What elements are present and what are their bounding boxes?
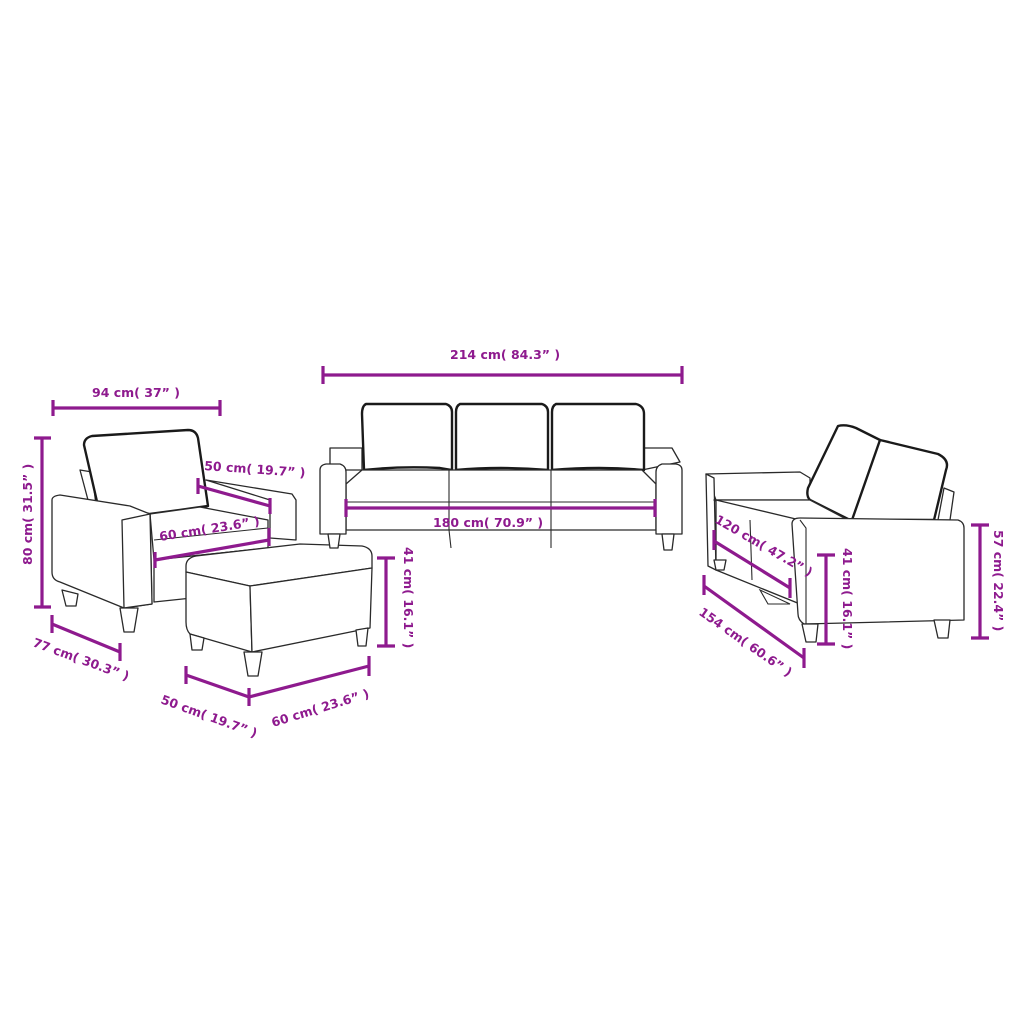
two-seater-seat-height-label: 41 cm( 16.1” ) [840, 548, 855, 649]
footstool-width-dimension: 60 cm( 23.6” ) [248, 656, 371, 730]
footstool-height-dimension: 41 cm( 16.1” ) [377, 547, 416, 648]
armchair-seat-depth-label: 50 cm( 19.7” ) [204, 458, 306, 480]
armchair-depth-dimension: 77 cm( 30.3” ) [31, 615, 131, 683]
armchair-width-dimension: 94 cm( 37” ) [51, 385, 222, 416]
armchair-seat-depth-dimension: 50 cm( 19.7” ) [196, 458, 306, 514]
footstool-width-label: 60 cm( 23.6” ) [269, 686, 370, 730]
three-seater-drawing [319, 402, 683, 551]
three-seater-seat-width-dimension: 180 cm( 70.9” ) [344, 499, 657, 530]
three-seater-seat-width-label: 180 cm( 70.9” ) [433, 515, 543, 530]
two-seater-arm-height-dimension: 57 cm( 22.4” ) [971, 523, 1006, 640]
two-seater-arm-height-label: 57 cm( 22.4” ) [991, 530, 1006, 631]
armchair-height-label: 80 cm( 31.5” ) [20, 464, 35, 565]
armchair-height-dimension: 80 cm( 31.5” ) [20, 436, 51, 609]
footstool-depth-label: 50 cm( 19.7” ) [159, 692, 259, 741]
three-seater-width-label: 214 cm( 84.3” ) [450, 347, 560, 362]
footstool-depth-dimension: 50 cm( 19.7” ) [159, 666, 259, 740]
footstool-height-label: 41 cm( 16.1” ) [401, 547, 416, 648]
armchair-width-label: 94 cm( 37” ) [92, 385, 180, 400]
three-seater-width-dimension: 214 cm( 84.3” ) [321, 347, 684, 384]
footstool-drawing [185, 543, 373, 677]
armchair-depth-label: 77 cm( 30.3” ) [31, 635, 131, 684]
two-seater-seat-height-dimension: 41 cm( 16.1” ) [817, 548, 855, 649]
two-seater-drawing [705, 424, 965, 643]
